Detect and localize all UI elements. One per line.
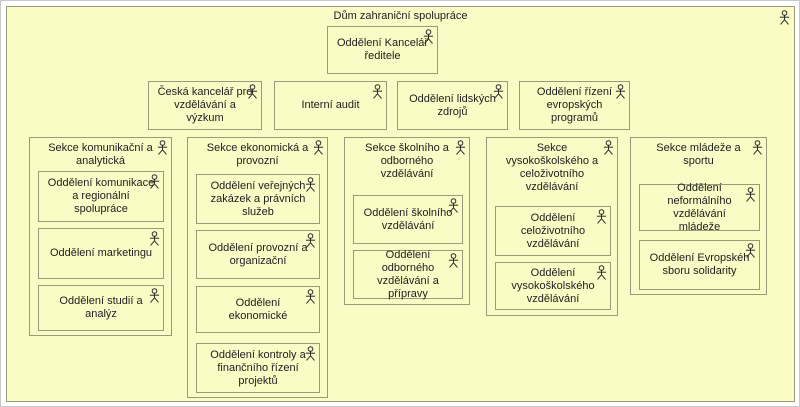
box-label: Oddělení školního vzdělávání	[363, 206, 453, 232]
unit-internal-audit: Interní audit	[274, 81, 387, 130]
business-actor-icon	[596, 265, 607, 280]
dept-economic: Oddělení ekonomické	[196, 286, 320, 333]
business-actor-icon	[455, 140, 466, 155]
business-actor-icon	[745, 187, 756, 202]
business-actor-icon	[305, 346, 316, 361]
unit-human-resources: Oddělení lidských zdrojů	[397, 81, 508, 130]
business-actor-icon	[448, 198, 459, 213]
business-actor-icon	[247, 84, 258, 99]
section-higher-lifelong-education: Sekce vysokoškolského a celoživotního vz…	[486, 137, 618, 316]
business-actor-icon	[157, 140, 168, 155]
box-label: Oddělení provozní a organizační	[208, 241, 308, 267]
business-actor-icon	[305, 289, 316, 304]
box-label: Oddělení ekonomické	[228, 296, 288, 322]
dept-school-education: Oddělení školního vzdělávání	[353, 195, 463, 244]
section-label: Sekce mládeže a sportu	[656, 142, 741, 167]
box-label: Oddělení veřejných zakázek a právních sl…	[210, 179, 306, 218]
org-container-dum-zahranicni-spoluprace: Dům zahraniční spolupráce Oddělení Kance…	[6, 6, 795, 402]
box-label: Oddělení Evropskéh sboru solidarity	[649, 252, 750, 277]
section-label: Sekce ekonomická a provozní	[206, 142, 309, 167]
business-actor-icon	[779, 10, 790, 25]
business-actor-icon	[493, 84, 504, 99]
business-actor-icon	[305, 233, 316, 248]
box-label: Oddělení kontroly a finančního řízení pr…	[210, 348, 306, 387]
box-label: Česká kancelář pro vzdělávání a výzkum	[157, 86, 253, 124]
business-actor-icon	[448, 253, 459, 268]
box-label: Oddělení neformálního vzdělávání mládeže	[667, 181, 732, 233]
dept-nonformal-youth-education: Oddělení neformálního vzdělávání mládeže	[639, 181, 760, 233]
business-actor-icon	[745, 243, 756, 258]
dept-european-solidarity-corps: Oddělení Evropskéh sboru solidarity	[639, 240, 760, 290]
dept-lifelong-education: Oddělení celoživotního vzdělávání	[495, 206, 611, 256]
business-actor-icon	[305, 177, 316, 192]
box-label: Oddělení celoživotního vzdělávání	[520, 211, 586, 250]
business-actor-icon	[423, 29, 434, 44]
business-actor-icon	[596, 209, 607, 224]
dept-marketing: Oddělení marketingu	[38, 228, 164, 279]
box-label: Oddělení lidských zdrojů	[409, 92, 496, 118]
business-actor-icon	[372, 84, 383, 99]
section-economic-operations: Sekce ekonomická a provozní Oddělení veř…	[187, 137, 328, 398]
box-label: Interní audit	[301, 99, 360, 111]
section-label: Sekce vysokoškolského a celoživotního vz…	[505, 142, 599, 193]
business-actor-icon	[149, 174, 160, 189]
section-school-vocational-education: Sekce školního a odborného vzdělávání Od…	[344, 137, 470, 305]
section-label: Sekce komunikační a analytická	[48, 142, 153, 167]
unit-european-programmes-management: Oddělení řízení evropských programů	[519, 81, 630, 130]
box-label: Oddělení Kancelář ředitele	[336, 37, 429, 62]
box-label: Oddělení řízení evropských programů	[536, 86, 613, 124]
box-label: Oddělení vysokoškolského vzdělávání	[511, 266, 595, 305]
business-actor-icon	[752, 140, 763, 155]
org-title: Dům zahraniční spolupráce	[333, 10, 468, 22]
dept-higher-education: Oddělení vysokoškolského vzdělávání	[495, 262, 611, 310]
box-label: Oddělení komunikace a regionální spolupr…	[47, 177, 155, 215]
dept-control-financial-project-management: Oddělení kontroly a finančního řízení pr…	[196, 343, 320, 393]
business-actor-icon	[615, 84, 626, 99]
section-communication-analytics: Sekce komunikační a analytická Oddělení …	[29, 137, 172, 336]
business-actor-icon	[149, 231, 160, 246]
dept-operations-organizational: Oddělení provozní a organizační	[196, 230, 320, 279]
section-label: Sekce školního a odborného vzdělávání	[365, 142, 449, 180]
dept-public-procurement-legal-services: Oddělení veřejných zakázek a právních sl…	[196, 174, 320, 224]
business-actor-icon	[603, 140, 614, 155]
dept-studies-analyses: Oddělení studií a analýz	[38, 285, 164, 331]
box-label: Oddělení studií a analýz	[59, 295, 143, 320]
dept-communication-regional-cooperation: Oddělení komunikace a regionální spolupr…	[38, 171, 164, 222]
business-actor-icon	[149, 288, 160, 303]
box-label: Oddělení odborného vzdělávání a přípravy	[377, 248, 439, 300]
dept-director-office: Oddělení Kancelář ředitele	[327, 26, 438, 74]
unit-czech-office-education-research: Česká kancelář pro vzdělávání a výzkum	[148, 81, 262, 130]
business-actor-icon	[313, 140, 324, 155]
section-youth-sport: Sekce mládeže a sportu Oddělení neformál…	[630, 137, 767, 295]
box-label: Oddělení marketingu	[49, 247, 153, 259]
dept-vocational-education-training: Oddělení odborného vzdělávání a přípravy	[353, 248, 463, 300]
